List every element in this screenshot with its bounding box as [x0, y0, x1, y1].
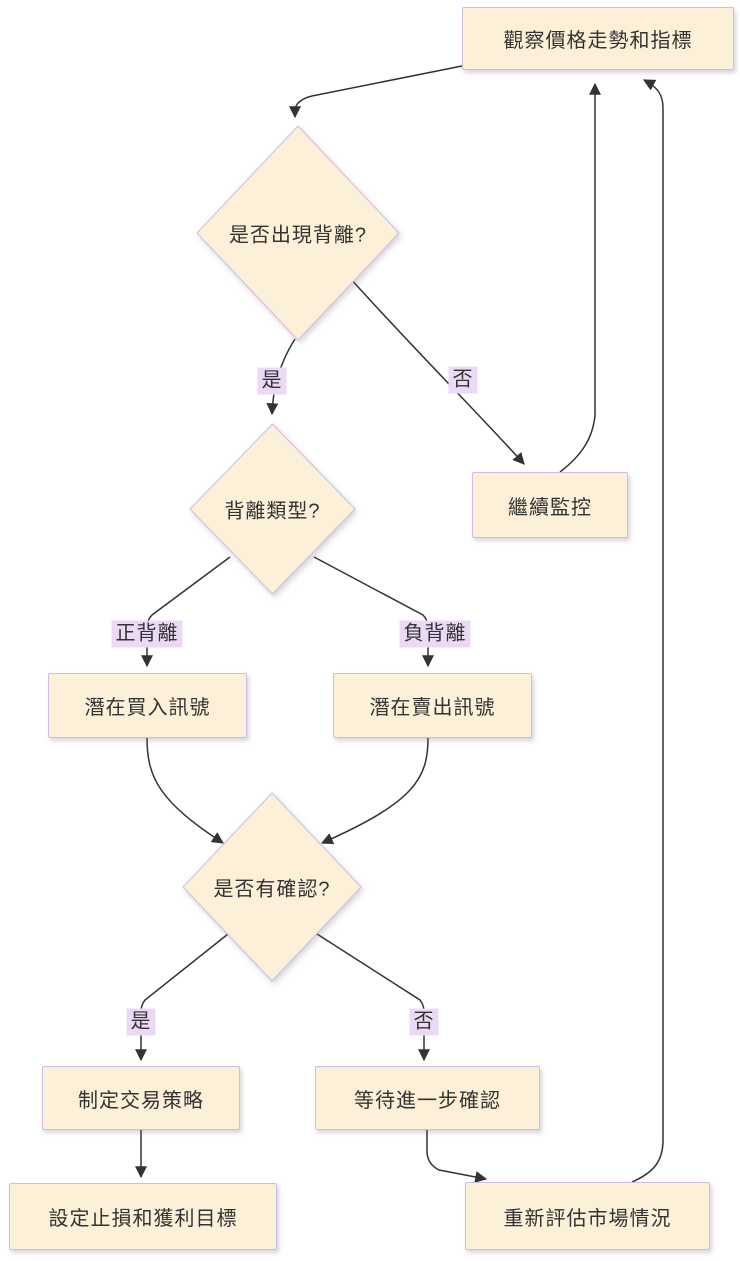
edge-label-yes-2: 是	[126, 1008, 156, 1036]
decision-divergence-type: 背離類型?	[190, 424, 355, 594]
diamond-shape	[197, 126, 399, 340]
decision-divergeq-label: 是否出現背離?	[228, 224, 368, 247]
decision-confirmq-label: 是否有確認?	[213, 878, 331, 901]
edge-observe-to-divergeq	[289, 65, 463, 119]
decision-divergence-appeared: 是否出現背離?	[197, 126, 399, 340]
edge-label-positive-divergence: 正背離	[111, 620, 183, 648]
node-wait-label: 等待進一步確認	[354, 1089, 501, 1112]
node-set-stoploss-profit-targets: 設定止損和獲利目標	[9, 1183, 277, 1250]
edge-wait-to-reassess	[426, 1130, 488, 1183]
edge-label-negative-divergence: 負背離	[399, 620, 471, 648]
node-stoploss-label: 設定止損和獲利目標	[48, 1208, 238, 1230]
node-reassess-label: 重新評估市場情況	[503, 1207, 672, 1230]
edge-label-no-2: 否	[409, 1008, 439, 1036]
node-strategy-label: 制定交易策略	[78, 1089, 204, 1112]
decision-has-confirmation: 是否有確認?	[183, 793, 361, 981]
decision-typeq-label: 背離類型?	[224, 500, 321, 523]
edge-divergeq-to-monitor	[349, 277, 525, 465]
node-wait-further-confirmation: 等待進一步確認	[315, 1066, 540, 1130]
node-buysignal-label: 潛在買入訊號	[84, 697, 211, 719]
node-continue-monitoring: 繼續監控	[472, 472, 628, 538]
edge-label-no-1: 否	[448, 366, 478, 394]
edge-label-yes-1: 是	[257, 367, 287, 395]
node-monitor-label: 繼續監控	[508, 496, 592, 519]
node-observe-price-indicators: 觀察價格走勢和指標	[462, 7, 734, 70]
edge-monitor-to-observe	[559, 82, 601, 473]
node-observe-label: 觀察價格走勢和指標	[503, 30, 693, 52]
edge-buysignal-to-confirmq	[146, 737, 225, 844]
edge-reassess-to-observe	[631, 79, 664, 1183]
edge-sellsignal-to-confirmq	[320, 737, 429, 845]
node-potential-sell-signal: 潛在賣出訊號	[333, 673, 532, 738]
diamond-shape	[190, 424, 355, 594]
diamond-shape	[183, 793, 361, 981]
node-sellsignal-label: 潛在賣出訊號	[369, 697, 496, 719]
node-make-trading-strategy: 制定交易策略	[42, 1066, 240, 1130]
node-reassess-market: 重新評估市場情況	[465, 1182, 710, 1250]
node-potential-buy-signal: 潛在買入訊號	[48, 673, 247, 738]
